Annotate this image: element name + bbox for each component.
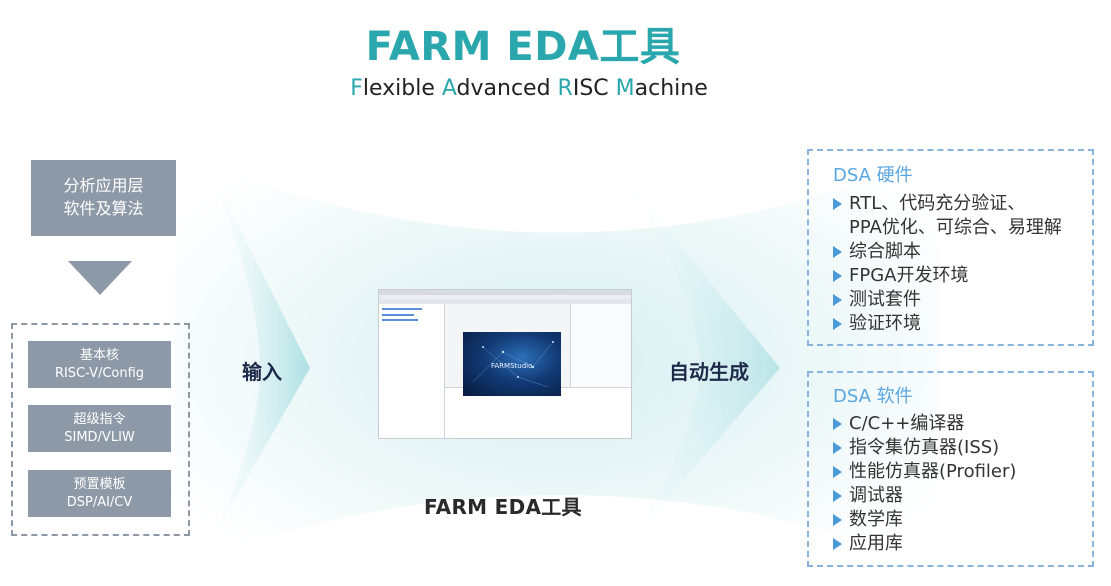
farmstudio-splash: FARMStudio: [463, 332, 561, 396]
config-modules-group: [11, 323, 190, 536]
hardware-item: FPGA开发环境: [833, 264, 1062, 288]
ide-tree-line-1: [382, 308, 422, 310]
down-arrow-icon: [68, 261, 132, 295]
module-1-title: 基本核: [79, 348, 119, 363]
dsa-hardware-title: DSA 硬件: [833, 165, 913, 186]
ide-project-panel: [379, 304, 445, 438]
hardware-item: 综合脚本: [833, 240, 1062, 264]
dsa-software-box: DSA 软件 C/C++编译器 指令集仿真器(ISS) 性能仿真器(Profil…: [807, 371, 1094, 567]
dsa-hardware-list: RTL、代码充分验证、 PPA优化、可综合、易理解 综合脚本 FPGA开发环境 …: [833, 192, 1062, 336]
hardware-item-text: FPGA开发环境: [849, 265, 969, 286]
module-2-title: 超级指令: [73, 412, 126, 427]
subtitle-m-rest: achine: [634, 76, 708, 101]
software-item: 调试器: [833, 484, 1016, 508]
subtitle-r: R: [557, 76, 573, 101]
software-item: 数学库: [833, 508, 1016, 532]
module-box-basic-core: 基本核 RISC-V/Config: [28, 341, 171, 388]
software-item-text: 应用库: [849, 533, 903, 554]
module-box-preset-template: 预置模板 DSP/AI/CV: [28, 470, 171, 517]
ide-title-bar: [379, 290, 631, 295]
hardware-item-text: 测试套件: [849, 289, 921, 310]
bullet-triangle-icon: [833, 466, 842, 478]
subtitle-m: M: [615, 76, 635, 101]
bullet-triangle-icon: [833, 442, 842, 454]
software-item-text: 调试器: [849, 485, 903, 506]
app-box-line-2: 软件及算法: [63, 199, 144, 219]
software-item: C/C++编译器: [833, 412, 1016, 436]
page-title: FARM EDA工具: [365, 24, 681, 70]
input-label: 输入: [242, 360, 282, 384]
bullet-triangle-icon: [833, 318, 842, 330]
center-caption: FARM EDA工具: [424, 495, 582, 519]
software-item-text: 数学库: [849, 509, 903, 530]
software-item: 应用库: [833, 532, 1016, 556]
dsa-software-list: C/C++编译器 指令集仿真器(ISS) 性能仿真器(Profiler) 调试器…: [833, 412, 1016, 556]
hardware-item-text: 验证环境: [849, 313, 921, 334]
bullet-triangle-icon: [833, 514, 842, 526]
app-box-line-1: 分析应用层: [63, 176, 144, 195]
subtitle-a: A: [441, 76, 457, 101]
hardware-item: RTL、代码充分验证、: [833, 192, 1062, 216]
ide-screenshot: FARMStudio: [378, 289, 632, 439]
dsa-hardware-box: DSA 硬件 RTL、代码充分验证、 PPA优化、可综合、易理解 综合脚本 FP…: [807, 149, 1094, 346]
software-item: 指令集仿真器(ISS): [833, 436, 1016, 460]
splash-text: FARMStudio: [491, 362, 533, 370]
bullet-triangle-icon: [833, 418, 842, 430]
network-graphic-icon: [472, 341, 554, 388]
module-3-title: 预置模板: [73, 477, 126, 492]
module-1-subtitle: RISC-V/Config: [54, 365, 145, 381]
subtitle-f-rest: lexible: [362, 76, 442, 101]
bullet-triangle-icon: [833, 246, 842, 258]
module-box-super-instruction: 超级指令 SIMD/VLIW: [28, 405, 171, 452]
bullet-triangle-icon: [833, 198, 842, 210]
module-3-subtitle: DSP/AI/CV: [66, 494, 133, 510]
hardware-item-text: 综合脚本: [849, 241, 921, 262]
subtitle-f: F: [350, 76, 363, 101]
hardware-item: 验证环境: [833, 312, 1062, 336]
ide-outline-panel: [570, 304, 631, 388]
bullet-triangle-icon: [833, 270, 842, 282]
ide-menu-bar: [379, 295, 631, 299]
bullet-triangle-icon: [833, 294, 842, 306]
ide-toolbar: [379, 299, 631, 304]
dsa-software-title: DSA 软件: [833, 386, 913, 407]
module-2-subtitle: SIMD/VLIW: [64, 429, 135, 445]
software-item-text: 指令集仿真器(ISS): [849, 437, 1000, 458]
software-item-text: 性能仿真器(Profiler): [849, 461, 1017, 482]
software-item: 性能仿真器(Profiler): [833, 460, 1016, 484]
hardware-item-text: RTL、代码充分验证、: [849, 193, 1026, 214]
subtitle-a-rest: dvanced: [456, 76, 558, 101]
application-layer-box: 分析应用层 软件及算法: [31, 160, 176, 236]
hardware-item-text: PPA优化、可综合、易理解: [849, 217, 1062, 238]
hardware-item: PPA优化、可综合、易理解: [833, 216, 1062, 240]
ide-tree-line-3: [382, 319, 418, 321]
subtitle-r-rest: ISC: [572, 76, 616, 101]
bullet-triangle-icon: [833, 538, 842, 550]
auto-generate-label: 自动生成: [669, 360, 749, 384]
software-item-text: C/C++编译器: [849, 413, 965, 434]
page-subtitle: Flexible Advanced RISC Machine: [0, 76, 1058, 101]
ide-tree-line-2: [382, 314, 414, 316]
hardware-item: 测试套件: [833, 288, 1062, 312]
bullet-triangle-icon: [833, 490, 842, 502]
